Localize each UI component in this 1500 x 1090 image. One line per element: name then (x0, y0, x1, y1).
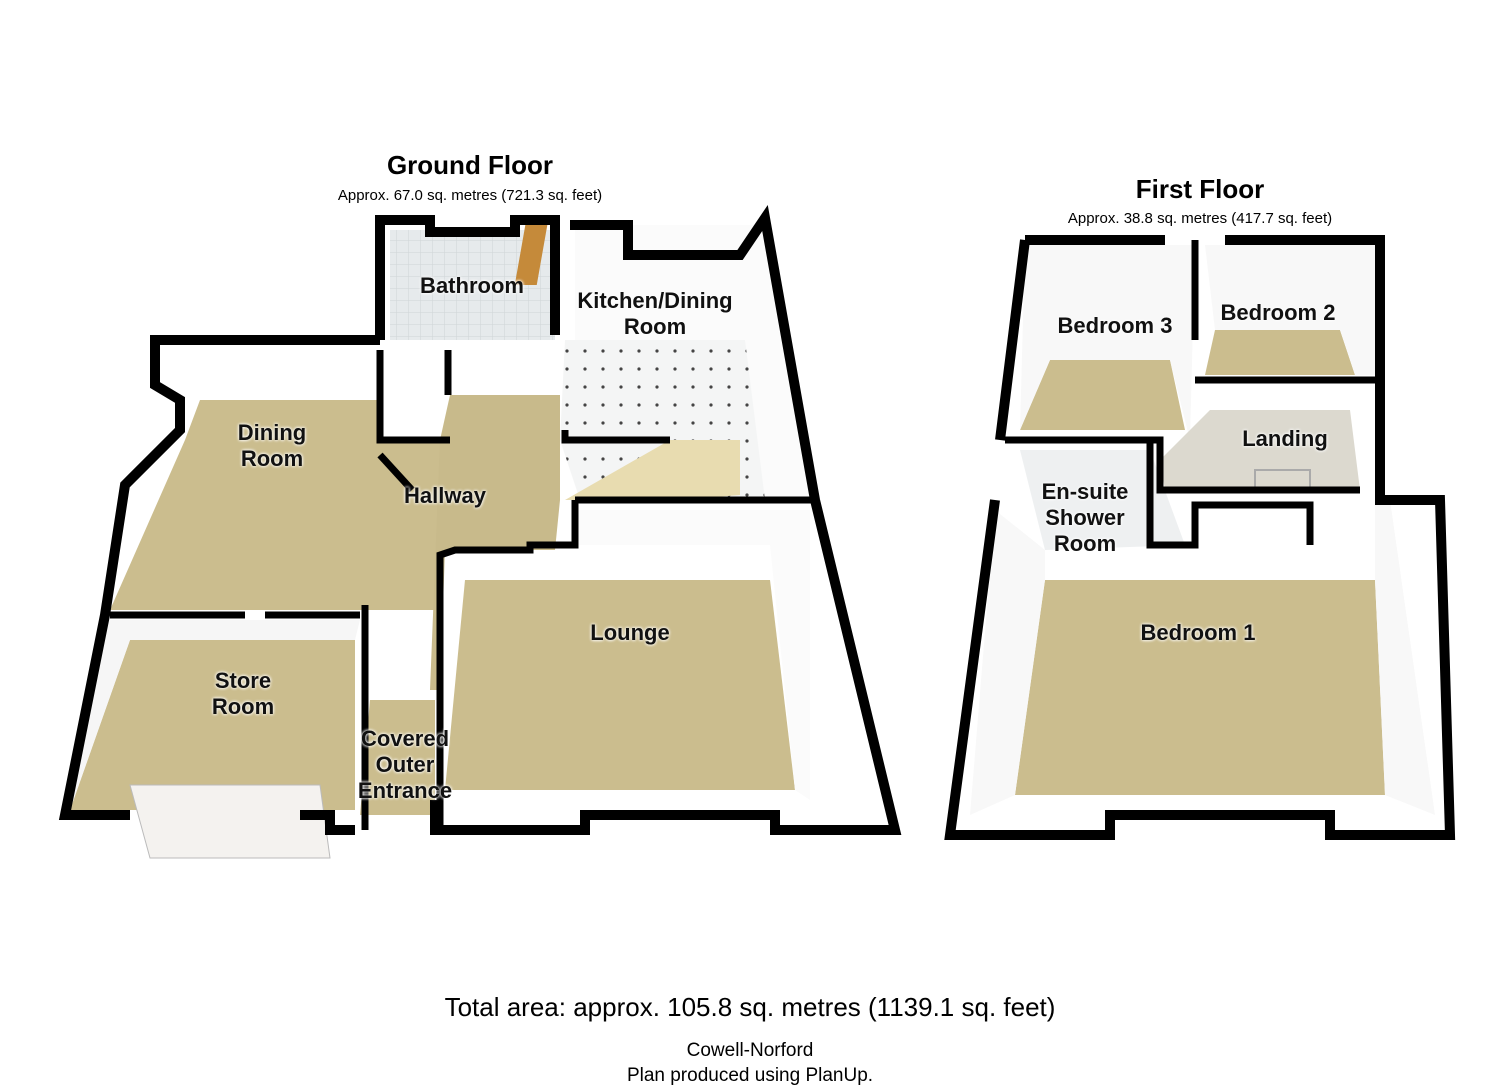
room-label-bedroom1: Bedroom 1 (1140, 620, 1256, 645)
store-floor (70, 640, 355, 810)
company-name: Cowell-Norford (686, 1040, 814, 1061)
hallway-floor (430, 395, 560, 690)
room-label-hallway: Hallway (404, 483, 486, 508)
ground-floor-area: Approx. 67.0 sq. metres (721.3 sq. feet) (337, 187, 603, 204)
ground-floor-plan (58, 204, 902, 859)
bedroom1-floor (1015, 580, 1385, 795)
store-line2: Room (211, 694, 275, 719)
lounge-wall-face (575, 510, 810, 800)
bedroom2-floor (1205, 330, 1355, 375)
bedroom1-wall-face (970, 510, 1045, 815)
bedroom1-wall-face-right (1375, 500, 1435, 815)
room-label-lounge: Lounge (590, 620, 670, 645)
entrance-line1: Covered (360, 726, 450, 751)
first-floor-title: First Floor (1135, 174, 1265, 204)
ensuite-line2: Shower (1045, 505, 1125, 530)
produced-by: Plan produced using PlanUp. (626, 1065, 874, 1086)
front-door (514, 220, 549, 285)
kitchen-line2: Room (623, 314, 687, 339)
bedroom3-wall-face (1020, 245, 1195, 440)
room-label-bedroom2: Bedroom 2 (1220, 300, 1336, 325)
room-label-bedroom3: Bedroom 3 (1057, 313, 1173, 338)
entrance-floor (360, 700, 435, 815)
store-line1: Store (214, 668, 272, 693)
bathroom-floor (390, 230, 555, 340)
first-floor-plan (944, 235, 1456, 840)
credit: Cowell-Norford Plan produced using PlanU… (0, 1038, 1500, 1088)
dining-line2: Room (240, 446, 304, 471)
kitchen-wall-face (575, 225, 810, 500)
total-area: Total area: approx. 105.8 sq. metres (11… (444, 992, 1056, 1022)
ensuite-line3: Room (1053, 531, 1117, 556)
bedroom3-floor (1020, 360, 1185, 430)
ensuite-line1: En-suite (1041, 479, 1129, 504)
entrance-line2: Outer (375, 752, 435, 777)
ground-floor-title: Ground Floor (386, 150, 554, 180)
stairs (565, 440, 740, 500)
kitchen-line1: Kitchen/Dining (577, 288, 733, 313)
ensuite-floor (1020, 450, 1185, 550)
room-label-bathroom: Bathroom (420, 273, 524, 298)
room-label-landing: Landing (1242, 426, 1328, 451)
garage-door (129, 784, 331, 859)
dining-floor (110, 400, 440, 610)
first-floor-area: Approx. 38.8 sq. metres (417.7 sq. feet) (1067, 210, 1333, 227)
lounge-floor (445, 580, 795, 790)
bedroom2-wall-face (1205, 245, 1380, 375)
entrance-line3: Entrance (357, 778, 453, 803)
dining-line1: Dining (237, 420, 307, 445)
